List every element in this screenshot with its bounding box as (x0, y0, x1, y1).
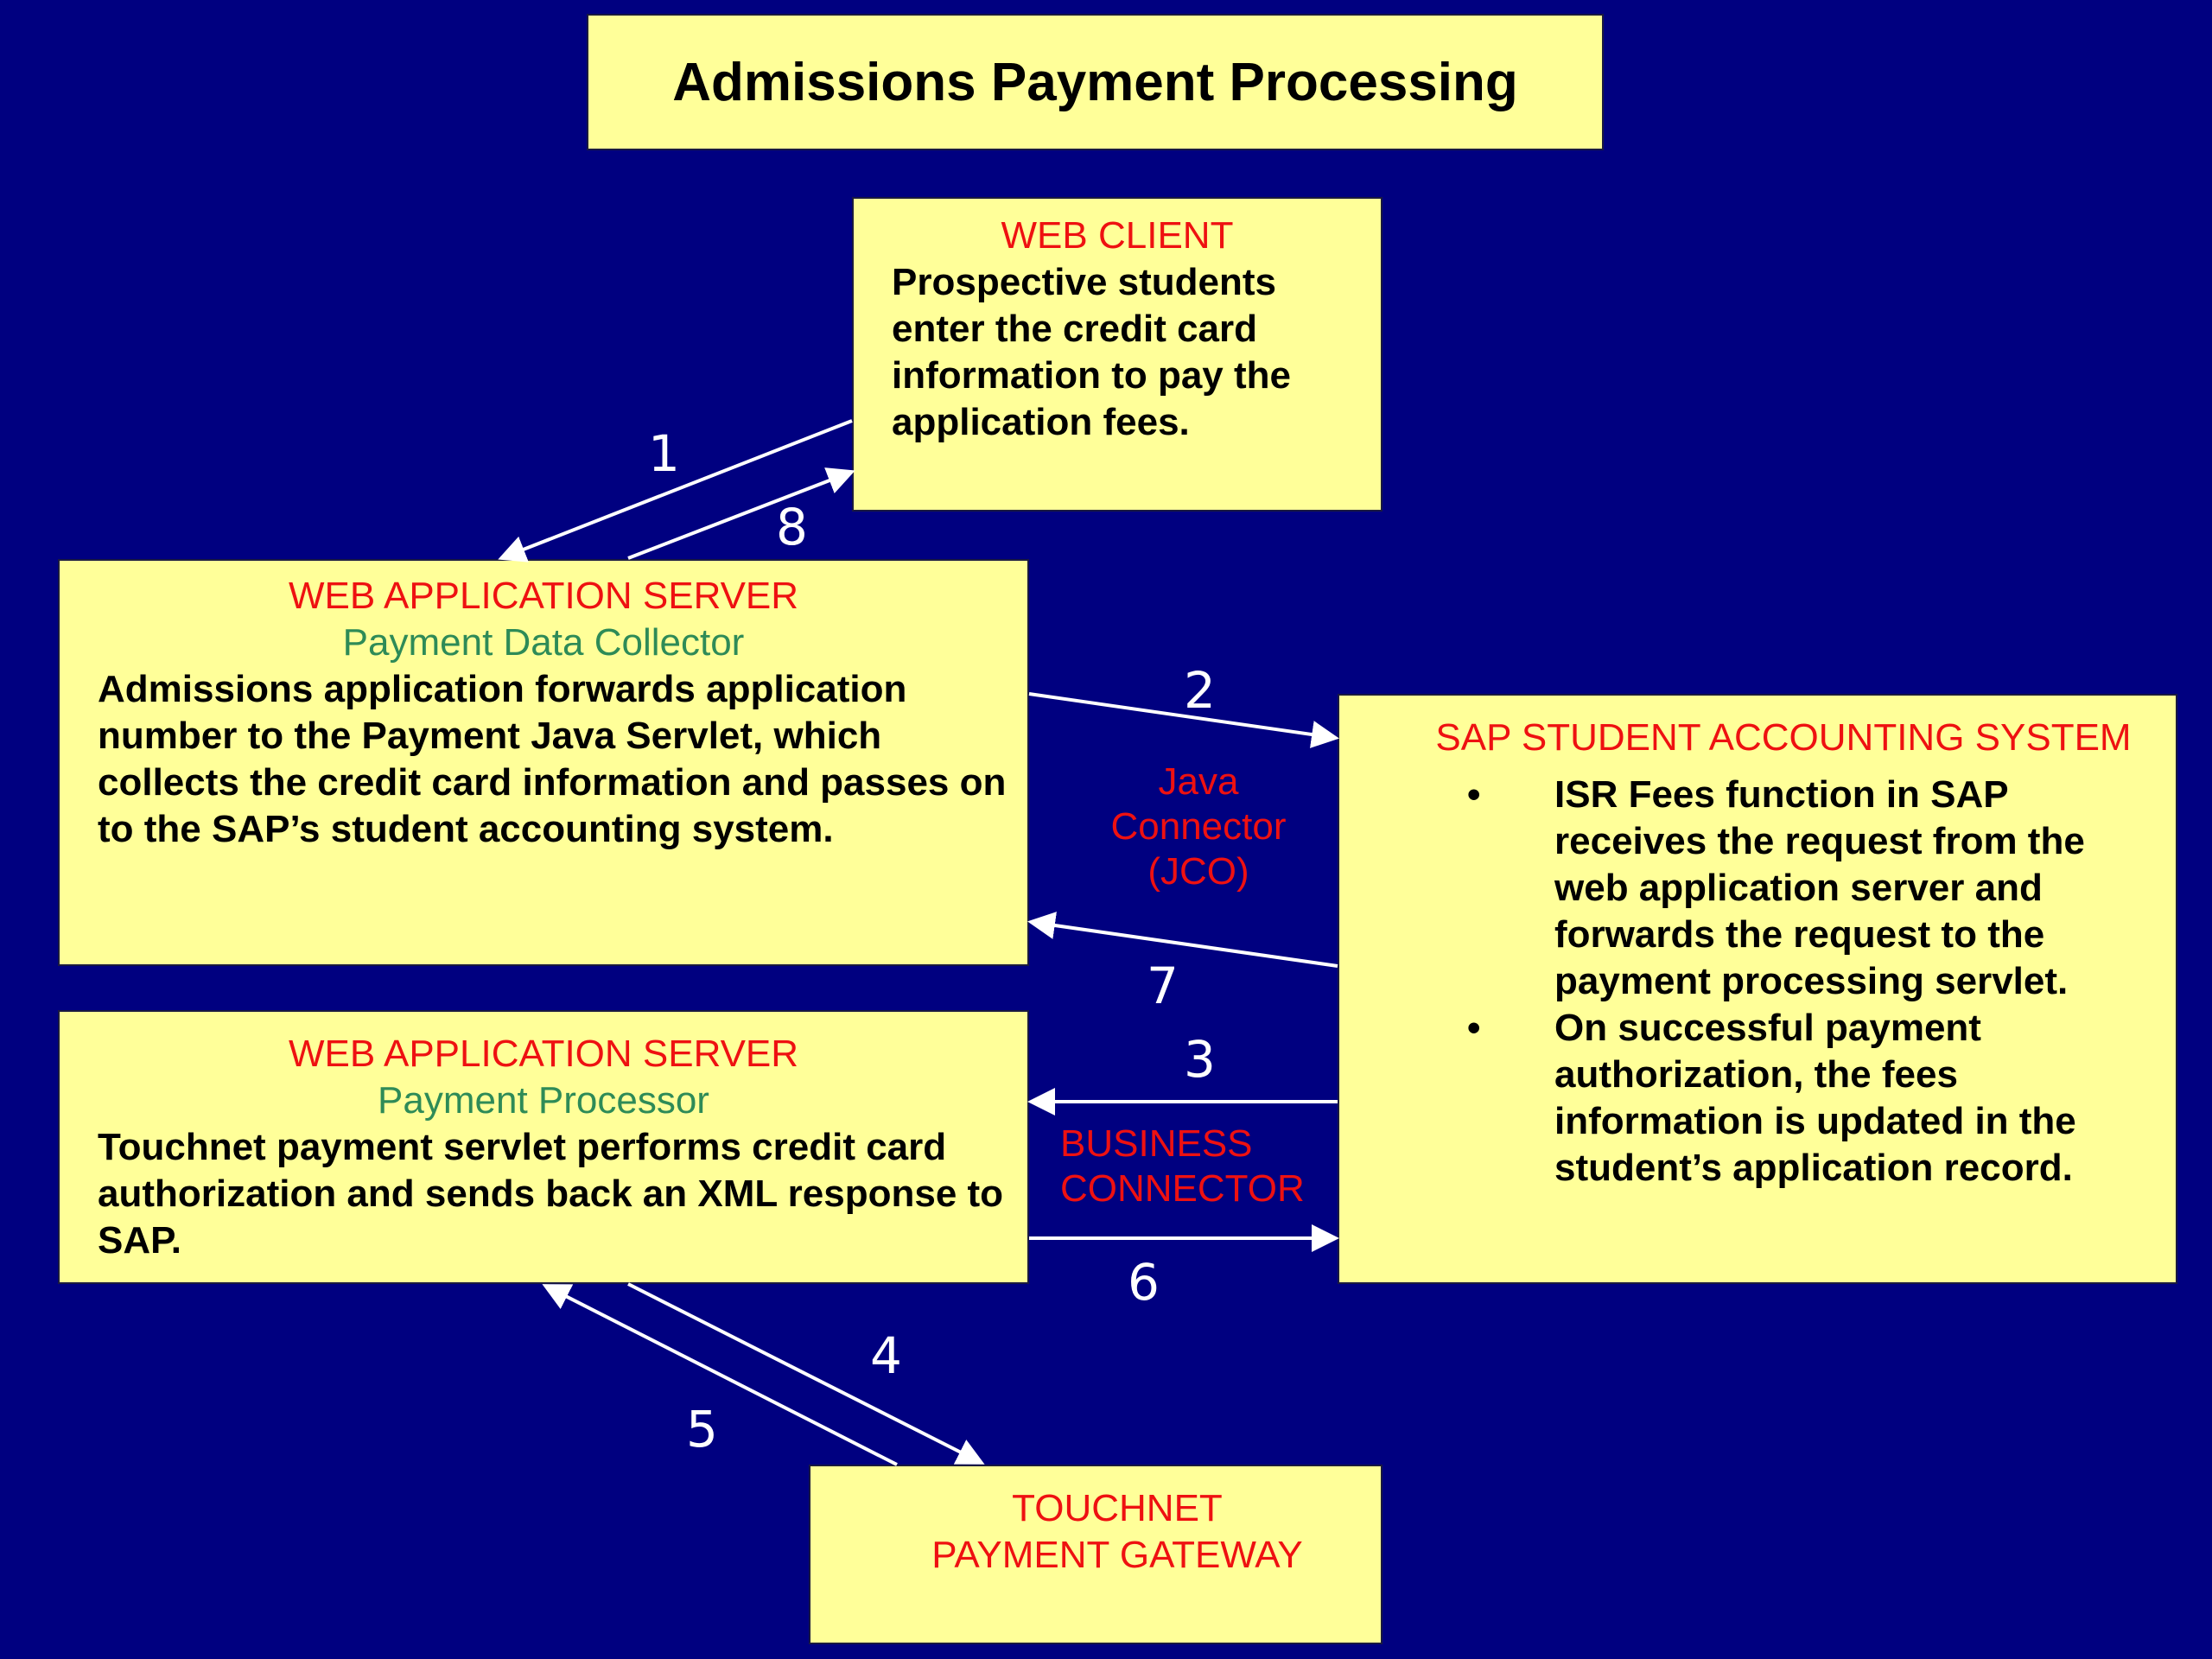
arrow-step-8 (627, 467, 855, 560)
business-connector-line1: BUSINESS (1060, 1122, 1253, 1165)
arrow-step-5 (542, 1284, 898, 1466)
business-connector-line2: CONNECTOR (1060, 1167, 1305, 1210)
arrow-step-4 (627, 1282, 985, 1465)
sap-system-header: SAP STUDENT ACCOUNTING SYSTEM (1435, 716, 2132, 759)
sap-system-bullet-list: • ISR Fees function in SAP receives the … (1339, 772, 2176, 1192)
step-label-4: 4 (870, 1326, 902, 1385)
sap-system-bullet-text: ISR Fees function in SAP receives the re… (1554, 773, 2085, 1002)
payment-data-collector-header: WEB APPLICATION SERVER (288, 575, 799, 617)
touchnet-gateway-header-line1: TOUCHNET (1012, 1487, 1223, 1529)
arrow-step-2 (1028, 692, 1339, 748)
sap-system-bullet-text: On successful payment authorization, the… (1554, 1007, 2076, 1189)
payment-data-collector-box: WEB APPLICATION SERVER Payment Data Coll… (58, 559, 1029, 966)
step-label-2: 2 (1184, 661, 1216, 720)
sap-system-bullet-item: • ISR Fees function in SAP receives the … (1339, 772, 2158, 1005)
step-label-5: 5 (686, 1400, 718, 1459)
step-label-8: 8 (776, 498, 808, 556)
web-client-header: WEB CLIENT (1001, 214, 1234, 257)
payment-processor-header: WEB APPLICATION SERVER (288, 1033, 799, 1075)
java-connector-line2: Connector (1110, 805, 1287, 848)
arrow-step-7 (1027, 912, 1338, 968)
diagram-title: Admissions Payment Processing (672, 52, 1518, 112)
sap-system-bullet-item: • On successful payment authorization, t… (1339, 1005, 2158, 1192)
payment-processor-description: Touchnet payment servlet performs credit… (98, 1126, 1004, 1262)
step-label-7: 7 (1147, 957, 1179, 1015)
java-connector-label: Java Connector (JCO) (1090, 760, 1306, 894)
payment-data-collector-description: Admissions application forwards applicat… (98, 668, 1007, 850)
web-client-description: Prospective students enter the credit ca… (892, 261, 1291, 443)
step-label-3: 3 (1184, 1030, 1216, 1089)
sap-student-accounting-box: SAP STUDENT ACCOUNTING SYSTEM • ISR Fees… (1338, 694, 2177, 1284)
title-box: Admissions Payment Processing (587, 14, 1604, 150)
bullet-icon: • (1467, 773, 1481, 816)
step-label-1: 1 (648, 424, 680, 483)
payment-processor-box: WEB APPLICATION SERVER Payment Processor… (58, 1010, 1029, 1284)
web-client-box: WEB CLIENT Prospective students enter th… (852, 197, 1382, 512)
business-connector-label: BUSINESS CONNECTOR (1060, 1122, 1319, 1211)
java-connector-line3: (JCO) (1147, 850, 1249, 893)
java-connector-line1: Java (1158, 760, 1239, 803)
touchnet-gateway-box: TOUCHNET PAYMENT GATEWAY (809, 1465, 1382, 1644)
step-label-6: 6 (1128, 1253, 1160, 1312)
payment-data-collector-subheader: Payment Data Collector (342, 621, 745, 664)
bullet-icon: • (1467, 1007, 1481, 1049)
payment-processor-subheader: Payment Processor (378, 1079, 709, 1122)
touchnet-gateway-header-line2: PAYMENT GATEWAY (931, 1534, 1303, 1576)
